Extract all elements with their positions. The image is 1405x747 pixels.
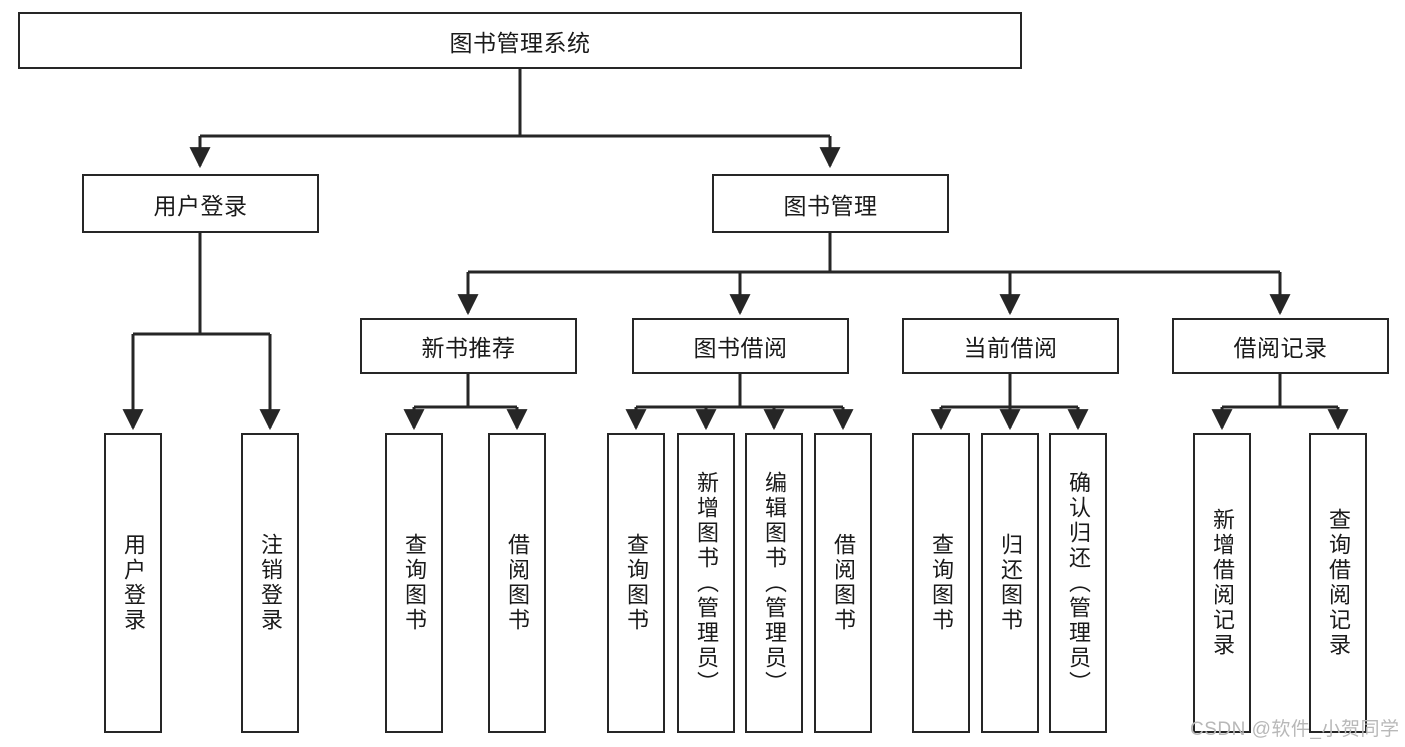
- node-label: 确认归还（管理员）: [1066, 470, 1091, 696]
- node-label: 查询图书: [402, 533, 427, 633]
- leaf-add-borrow-record[interactable]: 新增借阅记录: [1193, 433, 1251, 733]
- leaf-user-login[interactable]: 用户登录: [104, 433, 162, 733]
- node-label: 查询图书: [929, 533, 954, 633]
- node-label: 当前借阅: [963, 335, 1058, 361]
- node-label: 图书管理: [783, 192, 878, 219]
- node-new-book-recommend[interactable]: 新书推荐: [360, 318, 577, 374]
- leaf-add-book-admin[interactable]: 新增图书（管理员）: [677, 433, 735, 733]
- node-label: 新增图书（管理员）: [694, 470, 719, 696]
- node-label: 用户登录: [153, 192, 248, 219]
- node-label: 借阅图书: [831, 533, 856, 633]
- node-label: 编辑图书（管理员）: [762, 470, 787, 696]
- node-label: 新书推荐: [421, 335, 516, 361]
- node-book-management[interactable]: 图书管理: [712, 174, 949, 233]
- node-label: 注销登录: [258, 533, 283, 633]
- node-label: 查询借阅记录: [1326, 508, 1351, 658]
- leaf-query-book-current[interactable]: 查询图书: [912, 433, 970, 733]
- leaf-query-book[interactable]: 查询图书: [607, 433, 665, 733]
- leaf-query-borrow-record[interactable]: 查询借阅记录: [1309, 433, 1367, 733]
- leaf-return-book[interactable]: 归还图书: [981, 433, 1039, 733]
- leaf-edit-book-admin[interactable]: 编辑图书（管理员）: [745, 433, 803, 733]
- leaf-user-logout[interactable]: 注销登录: [241, 433, 299, 733]
- node-label: 用户登录: [121, 533, 146, 633]
- node-label: 图书借阅: [693, 335, 788, 361]
- node-label: 查询图书: [624, 533, 649, 633]
- node-label: 借阅图书: [505, 533, 530, 633]
- node-root-system[interactable]: 图书管理系统: [18, 12, 1022, 69]
- leaf-query-book-new[interactable]: 查询图书: [385, 433, 443, 733]
- node-label: 借阅记录: [1233, 335, 1328, 361]
- node-label: 归还图书: [998, 533, 1023, 633]
- node-label: 新增借阅记录: [1210, 508, 1235, 658]
- leaf-borrow-book-new[interactable]: 借阅图书: [488, 433, 546, 733]
- node-user-login[interactable]: 用户登录: [82, 174, 319, 233]
- node-current-borrow[interactable]: 当前借阅: [902, 318, 1119, 374]
- node-borrow-record[interactable]: 借阅记录: [1172, 318, 1389, 374]
- node-label: 图书管理系统: [449, 29, 591, 56]
- leaf-confirm-return-admin[interactable]: 确认归还（管理员）: [1049, 433, 1107, 733]
- node-book-borrow[interactable]: 图书借阅: [632, 318, 849, 374]
- leaf-borrow-book[interactable]: 借阅图书: [814, 433, 872, 733]
- watermark-text: CSDN @软件_小贺同学: [1190, 719, 1400, 740]
